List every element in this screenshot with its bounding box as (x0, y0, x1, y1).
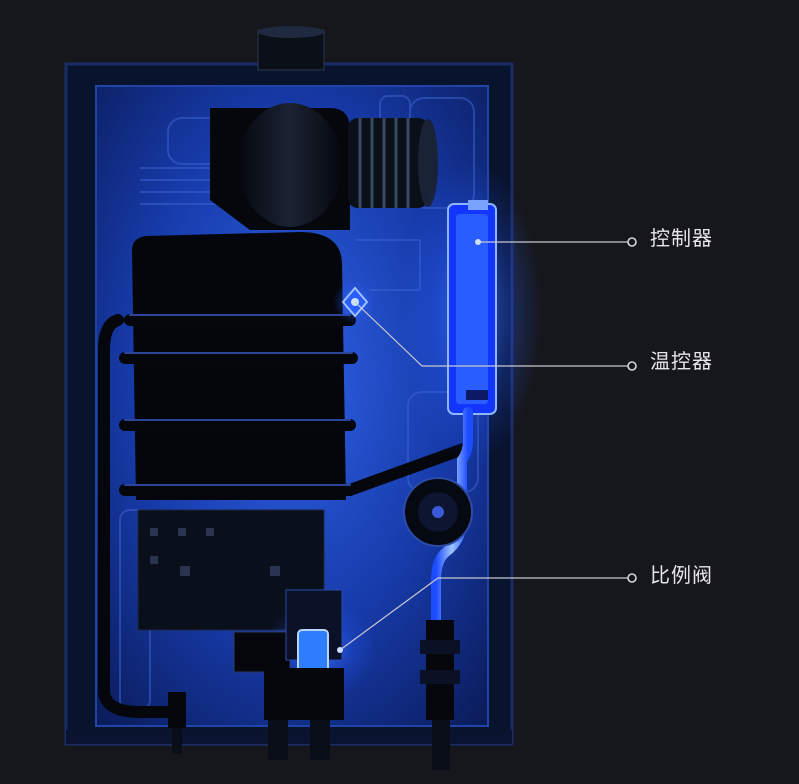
leader-lines (339, 241, 630, 651)
callout-label-thermostat: 温控器 (650, 349, 713, 373)
callout-label-controller: 控制器 (650, 226, 713, 250)
water-outlet-valve (420, 620, 460, 770)
coil-pipes (98, 314, 472, 718)
gas-inlet (168, 692, 186, 754)
blower-fan (210, 103, 438, 230)
callout-dot-thermostat (627, 361, 637, 371)
heat-exchanger (132, 232, 346, 631)
exhaust-flue (257, 26, 325, 71)
proportional-valve (233, 589, 376, 760)
anchor-dot-valve (337, 647, 343, 653)
callout-label-proportional-valve: 比例阀 (650, 563, 713, 587)
leader-endpoints (337, 237, 637, 653)
leader-line-thermostat (354, 301, 630, 367)
callout-dot-controller (627, 237, 637, 247)
leader-line-valve (339, 577, 630, 651)
anchor-dot-controller (475, 239, 481, 245)
flow-pump (403, 477, 473, 547)
callout-dot-valve (627, 573, 637, 583)
controller-module (402, 162, 542, 462)
